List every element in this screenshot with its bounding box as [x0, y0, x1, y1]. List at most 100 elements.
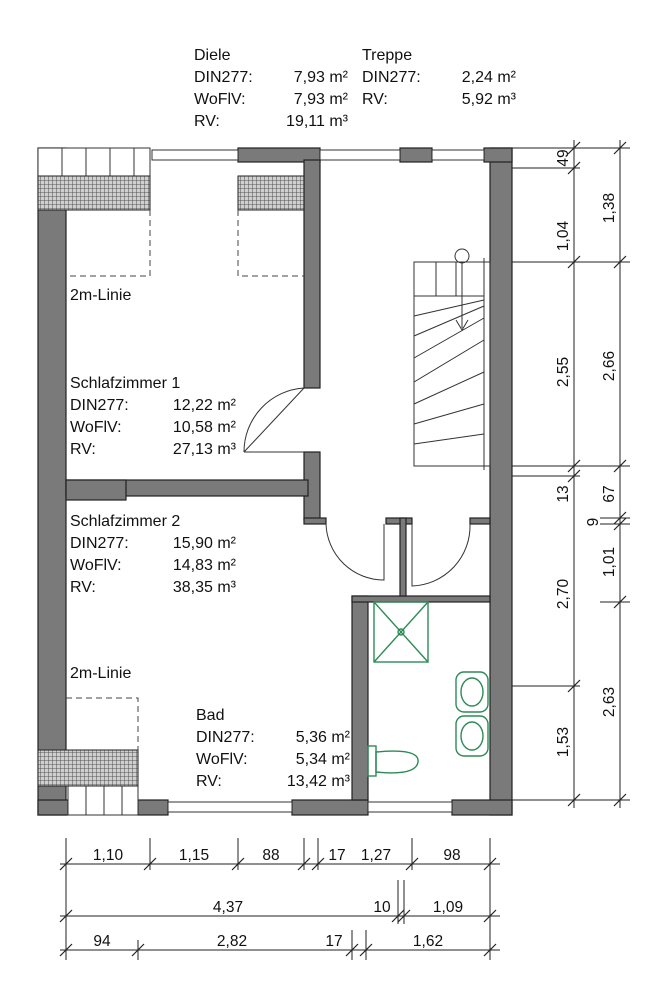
wall-bottom-left	[37, 799, 69, 816]
room-name: Diele	[194, 47, 231, 64]
wall-sz1-right-upper	[303, 159, 321, 389]
svg-text:2,70: 2,70	[555, 579, 572, 610]
window-top-2	[319, 149, 401, 161]
svg-text:2,63: 2,63	[601, 687, 618, 717]
svg-text:WoFlV:: WoFlV:	[194, 91, 246, 108]
2m-line-sz2	[66, 697, 139, 750]
wall-bottom-right	[451, 799, 513, 816]
svg-text:17: 17	[325, 933, 342, 950]
2m-line-label-bottom: 2m-Linie	[70, 665, 131, 682]
window-top-left-mullions	[61, 148, 135, 176]
window-bottom-left-mullions	[85, 786, 123, 815]
svg-text:15,90 m²: 15,90 m²	[173, 535, 237, 552]
svg-text:94: 94	[93, 933, 111, 950]
svg-text:WoFlV:: WoFlV:	[196, 751, 248, 768]
svg-text:2,66: 2,66	[601, 351, 618, 381]
svg-text:19,11 m³: 19,11 m³	[286, 113, 349, 130]
svg-text:1,27: 1,27	[361, 847, 391, 864]
svg-text:DIN277:: DIN277:	[196, 729, 255, 746]
sink-icon	[455, 671, 489, 757]
wall-top-right-corner	[483, 147, 513, 163]
svg-text:DIN277:: DIN277:	[70, 397, 129, 414]
svg-text:1,15: 1,15	[179, 847, 209, 864]
svg-text:RV:: RV:	[196, 773, 222, 790]
svg-text:14,83 m²: 14,83 m²	[173, 557, 237, 574]
window-top-left	[37, 147, 151, 177]
svg-text:13: 13	[555, 485, 572, 502]
svg-text:38,35 m³: 38,35 m³	[173, 579, 237, 596]
wall-stair-stub	[303, 517, 327, 525]
svg-text:Schlafzimmer 2: Schlafzimmer 2	[70, 513, 180, 530]
dimension-chain-bottom: 1,10 1,15 88 17 1,27 98 4,37 10 1,09 94 …	[59, 838, 500, 960]
svg-text:88: 88	[262, 847, 279, 864]
svg-text:27,13 m³: 27,13 m³	[173, 441, 237, 458]
wall-diele-post-v	[399, 517, 407, 597]
svg-text:2,55: 2,55	[555, 357, 572, 387]
wall-stair-right	[469, 517, 491, 525]
hatch-block-top-left	[37, 175, 151, 211]
window-top-3	[431, 149, 485, 161]
room-label-schlafzimmer2: Schlafzimmer 2 DIN277: 15,90 m² WoFlV: 1…	[70, 513, 237, 596]
svg-text:RV:: RV:	[70, 579, 96, 596]
door-sz1	[243, 387, 305, 453]
svg-text:1,62: 1,62	[413, 933, 443, 950]
svg-text:1,01: 1,01	[601, 547, 618, 577]
window-bottom-1	[167, 801, 293, 813]
svg-text:7,93 m²: 7,93 m²	[294, 91, 349, 108]
room-label-diele: Diele DIN277: 7,93 m² WoFlV: 7,93 m² RV:…	[194, 47, 349, 130]
wall-top-pier	[399, 147, 433, 163]
svg-text:2,24 m²: 2,24 m²	[462, 69, 517, 86]
svg-text:Treppe: Treppe	[362, 47, 412, 64]
svg-text:WoFlV:: WoFlV:	[70, 557, 122, 574]
door-sz2	[325, 523, 385, 581]
2m-line-sz1-right	[237, 210, 304, 277]
svg-text:98: 98	[443, 847, 460, 864]
svg-text:Schlafzimmer 1: Schlafzimmer 1	[70, 375, 180, 392]
wall-bad-top	[351, 595, 491, 603]
svg-text:7,93 m²: 7,93 m²	[294, 69, 349, 86]
wall-diele-post	[385, 517, 413, 525]
svg-text:10: 10	[373, 899, 391, 916]
svg-text:17: 17	[328, 847, 345, 864]
svg-text:67: 67	[601, 485, 618, 502]
dimension-chain-right: 49 1,04 2,55 13 2,70 1,53 1,38 2,66 67 9…	[512, 140, 630, 808]
svg-text:5,92 m³: 5,92 m³	[462, 91, 517, 108]
svg-text:1,38: 1,38	[601, 193, 618, 223]
wall-sz1-sz2-notch	[65, 479, 127, 501]
svg-text:49: 49	[555, 149, 572, 166]
hatch-block-bottom-left	[37, 749, 139, 787]
room-label-schlafzimmer1: Schlafzimmer 1 DIN277: 12,22 m² WoFlV: 1…	[70, 375, 237, 458]
svg-text:13,42 m³: 13,42 m³	[287, 773, 351, 790]
svg-text:4,37: 4,37	[213, 899, 243, 916]
svg-text:1,09: 1,09	[433, 899, 463, 916]
svg-text:5,36 m²: 5,36 m²	[296, 729, 351, 746]
svg-text:10,58 m²: 10,58 m²	[173, 419, 237, 436]
wall-left	[37, 147, 67, 816]
svg-text:1,53: 1,53	[555, 727, 572, 757]
svg-text:DIN277:: DIN277:	[194, 69, 253, 86]
room-label-bad: Bad DIN277: 5,36 m² WoFlV: 5,34 m² RV: 1…	[196, 707, 351, 790]
svg-text:2,82: 2,82	[217, 933, 247, 950]
wall-bottom-mid-left	[137, 799, 169, 816]
svg-text:WoFlV:: WoFlV:	[70, 419, 122, 436]
svg-text:RV:: RV:	[194, 113, 220, 130]
svg-text:9: 9	[585, 518, 602, 527]
room-label-treppe: Treppe DIN277: 2,24 m² RV: 5,92 m³	[362, 47, 517, 108]
toilet-icon	[367, 745, 419, 777]
wall-bottom-mid	[291, 799, 369, 816]
svg-text:Bad: Bad	[196, 707, 224, 724]
wall-bad-left	[351, 595, 369, 801]
staircase	[413, 248, 491, 470]
svg-text:RV:: RV:	[70, 441, 96, 458]
svg-text:1,10: 1,10	[93, 847, 124, 864]
2m-line-sz1-left	[66, 210, 151, 277]
svg-text:1,04: 1,04	[555, 221, 572, 252]
door-bad	[411, 523, 471, 587]
2m-line-label-top: 2m-Linie	[70, 287, 131, 304]
svg-text:DIN277:: DIN277:	[362, 69, 421, 86]
shower-icon	[373, 601, 429, 663]
svg-text:DIN277:: DIN277:	[70, 535, 129, 552]
svg-text:RV:: RV:	[362, 91, 388, 108]
window-bottom-left	[67, 785, 139, 816]
